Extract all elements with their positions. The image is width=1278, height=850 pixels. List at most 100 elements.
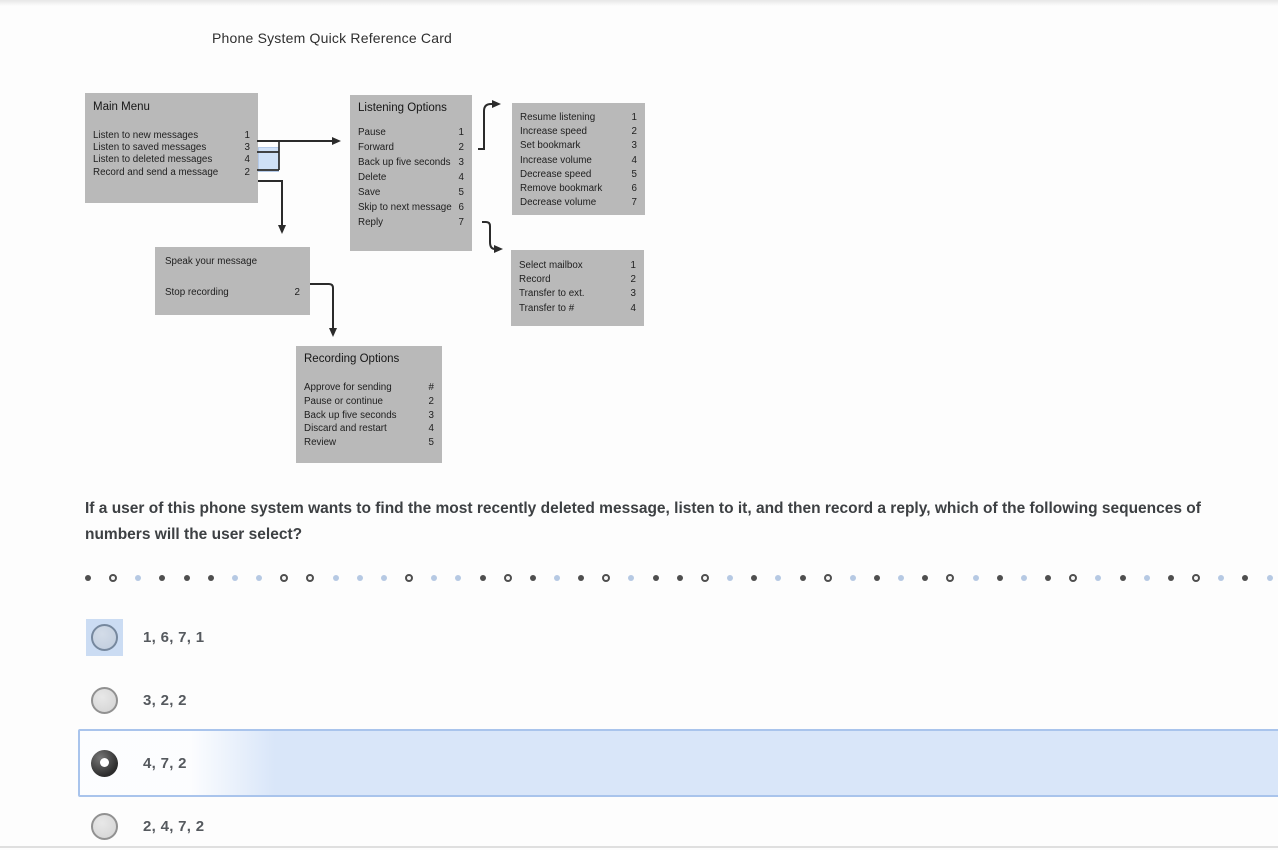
top-shadow <box>0 0 1278 6</box>
separator-dot <box>676 574 683 581</box>
separator-dot <box>727 574 734 581</box>
separator-dot <box>1095 574 1102 581</box>
radio-focus-highlight <box>86 619 123 656</box>
separator-dot <box>1143 574 1150 581</box>
separator-dot <box>479 574 486 581</box>
separator-dot <box>356 574 363 581</box>
separator-dot <box>85 574 91 581</box>
separator-dot <box>159 574 166 581</box>
radio-button[interactable] <box>91 624 118 651</box>
separator-dot <box>996 574 1003 581</box>
box-title: Listening Options <box>358 102 447 114</box>
radio-button-selected[interactable] <box>91 750 118 777</box>
diagram-box-recording-options: Recording Options Approve for sending# P… <box>296 346 442 463</box>
answer-option-2[interactable]: 3, 2, 2 <box>86 682 187 719</box>
separator-dot <box>849 574 856 581</box>
separator-dot <box>256 574 263 581</box>
menu-row: Transfer to #4 <box>519 302 636 314</box>
answer-option-1[interactable]: 1, 6, 7, 1 <box>86 619 204 656</box>
separator-dot <box>380 574 387 581</box>
bottom-divider <box>0 846 1278 848</box>
selected-option-row-highlight <box>78 729 1278 797</box>
option-label: 2, 4, 7, 2 <box>143 818 205 835</box>
menu-row: Approve for sending# <box>304 382 434 393</box>
separator-dot <box>1167 574 1174 581</box>
answer-option-3[interactable]: 4, 7, 2 <box>86 745 187 782</box>
separator-dot <box>1266 574 1273 581</box>
option-label: 4, 7, 2 <box>143 755 187 772</box>
separator-dot <box>529 574 536 581</box>
separator-dot <box>207 574 214 581</box>
box-title: Main Menu <box>93 101 150 113</box>
option-label: 1, 6, 7, 1 <box>143 629 205 646</box>
separator-dot <box>1192 573 1201 582</box>
radio-button[interactable] <box>91 813 118 840</box>
separator-dot <box>946 573 955 582</box>
separator-dot <box>280 573 289 582</box>
separator-dot <box>109 573 118 582</box>
answer-option-4[interactable]: 2, 4, 7, 2 <box>86 808 204 845</box>
separator-dot <box>332 574 339 581</box>
separator-dot <box>503 573 512 582</box>
separator-dot <box>775 574 782 581</box>
separator-dot <box>898 574 905 581</box>
separator-dot <box>431 574 438 581</box>
separator-dot <box>135 574 142 581</box>
separator-dots <box>85 573 1273 582</box>
separator-dot <box>602 573 611 582</box>
separator-dot <box>405 573 414 582</box>
separator-dot <box>1218 574 1225 581</box>
separator-dot <box>578 574 585 581</box>
radio-button[interactable] <box>91 687 118 714</box>
separator-dot <box>700 573 709 582</box>
separator-dot <box>823 573 832 582</box>
separator-dot <box>922 574 929 581</box>
separator-dot <box>1020 574 1027 581</box>
separator-dot <box>972 574 979 581</box>
separator-dot <box>231 574 238 581</box>
menu-row: Speak your message <box>165 256 258 267</box>
menu-row: Transfer to ext.3 <box>519 288 636 300</box>
separator-dot <box>306 573 315 582</box>
separator-dot <box>183 574 190 581</box>
separator-dot <box>455 574 462 581</box>
separator-dot <box>553 574 560 581</box>
box-title: Recording Options <box>304 353 400 365</box>
separator-dot <box>628 574 635 581</box>
separator-dot <box>1069 573 1078 582</box>
separator-dot <box>652 574 659 581</box>
separator-dot <box>1119 574 1126 581</box>
separator-dot <box>751 574 758 581</box>
